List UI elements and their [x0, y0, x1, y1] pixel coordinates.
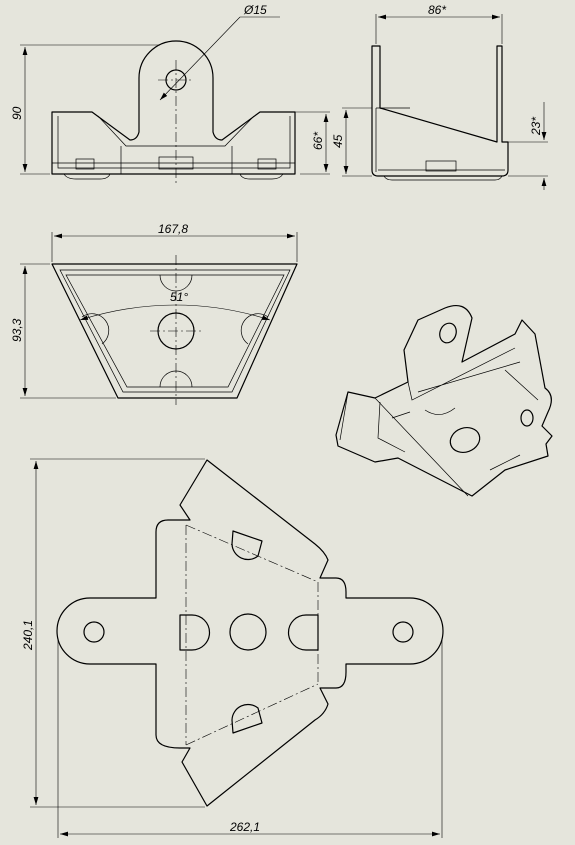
flange-height-label: 23* [529, 117, 543, 136]
top-view-inner-outline [59, 269, 291, 393]
top-view-outline [51, 263, 298, 399]
flat-width-label: 262,1 [229, 820, 260, 834]
front-view: Ø15 90 66* [10, 3, 330, 184]
side-view-bottom-lip [383, 175, 503, 181]
flat-slot-right [287, 614, 319, 651]
angle-arc [79, 304, 271, 321]
top-depth-label: 93,3 [10, 318, 24, 342]
side-view-outline [371, 45, 509, 177]
top-view-tab-right [240, 313, 269, 345]
flat-bend-top [185, 524, 319, 583]
front-view-outline [51, 40, 296, 175]
flat-right-hole [392, 621, 414, 643]
front-view-tab-left [75, 158, 95, 170]
isometric-view [335, 305, 553, 497]
iso-floor-hole [449, 427, 481, 453]
flat-left-hole [83, 621, 105, 643]
top-view-inner-floor [65, 274, 285, 388]
flat-slot-top [231, 530, 263, 561]
iso-inner-edges [339, 347, 539, 497]
iso-ear-hole [439, 322, 457, 344]
side-view: 86* 45 23* [331, 3, 548, 190]
flat-center-hole [229, 613, 267, 651]
hole-diameter-label: Ø15 [243, 3, 267, 17]
iso-outline [335, 305, 553, 497]
top-view: 51° 167,8 93,3 [10, 222, 298, 405]
front-height-label: 90 [10, 106, 24, 120]
flat-slot-bottom [231, 703, 263, 734]
top-view-tab-left [81, 313, 110, 345]
iso-fold-lines [391, 411, 521, 471]
front-view-inner-edge [57, 115, 291, 169]
top-angle-label: 51° [170, 290, 188, 304]
hole-leader-line [159, 16, 241, 101]
bend-height-label: 66* [311, 132, 325, 150]
flat-bend-bottom [185, 683, 319, 746]
flat-pattern: 240,1 262,1 [21, 458, 444, 838]
top-width-label: 167,8 [158, 222, 188, 236]
side-height-label: 45 [331, 134, 345, 148]
front-view-bottom-lips [63, 173, 284, 180]
side-width-label: 86* [428, 3, 446, 17]
iso-side-hole [520, 409, 534, 427]
front-view-tab-right [257, 158, 277, 170]
flat-outline [56, 459, 444, 807]
flat-slot-left [179, 614, 211, 651]
side-view-tab [425, 160, 457, 172]
flat-height-label: 240,1 [21, 620, 35, 651]
